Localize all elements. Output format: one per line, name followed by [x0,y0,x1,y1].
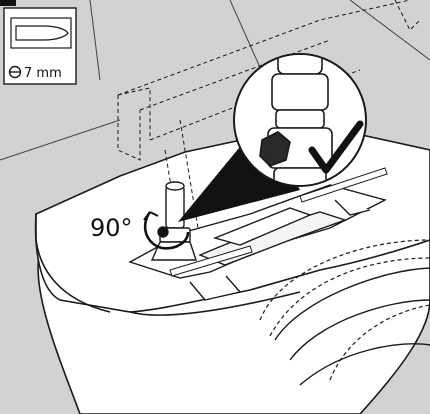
tool-size-label: 7 mm [24,66,62,81]
serrated-strips [169,167,388,277]
corner-marker [0,0,16,6]
rotation-arrow [143,211,190,250]
checkmark-icon [308,120,364,174]
seat-outline [259,239,430,381]
tool-inset: 7 mm [3,7,77,85]
angle-label: 90° [90,214,133,242]
valve [150,181,197,261]
seat-ring [274,267,430,386]
diameter-icon [8,65,22,79]
screwdriver-bit-icon [15,25,69,41]
